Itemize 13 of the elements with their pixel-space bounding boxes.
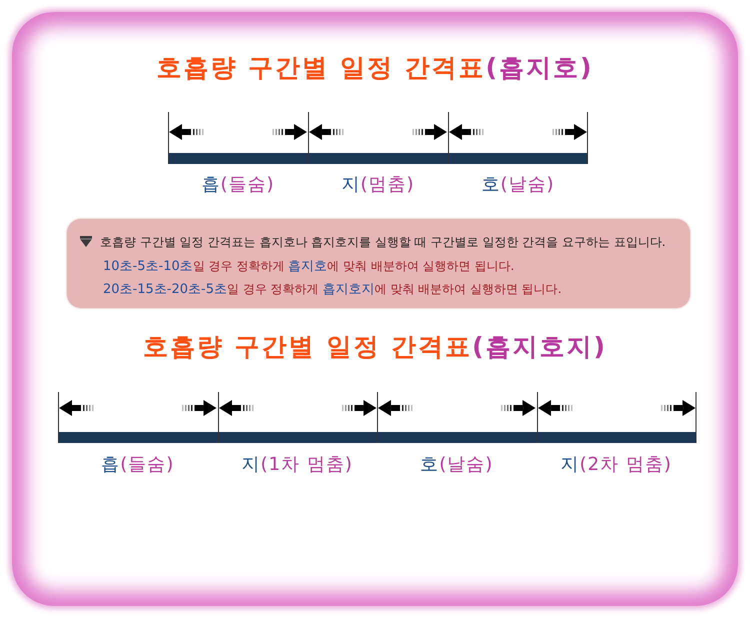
segment-label: 호(날숨) (481, 174, 555, 196)
segment-label: 흡(들숨) (101, 454, 174, 476)
segment-label: 지(1차 멈춤) (242, 454, 353, 476)
segment-label: 지(멈춤) (341, 174, 415, 196)
segment-label: 흡(들숨) (201, 174, 275, 196)
segment-label: 지(2차 멈춤) (560, 454, 672, 476)
section-heading: 호흡량 구간별 일정 간격표(흡지호지) (143, 332, 607, 362)
note-text: 10초-5초-10초일 경우 정확하게 흡지호에 맞춰 배분하여 실행하면 됩니다. (103, 258, 514, 275)
segment-label: 호(날숨) (420, 454, 494, 476)
note-text: 20초-15초-20초-5초일 경우 정확하게 흡지호지에 맞춰 배분하여 실행하면 됩니다. (103, 281, 562, 298)
diagram-title: 호흡량 구간별 일정 간격표(흡지호) (156, 53, 594, 83)
note-box (67, 219, 690, 308)
note-text: 호흡량 구간별 일정 간격표는 흡지호나 흡지호지를 실행할 때 구간별로 일정한 간격을 요구하는 표입니다. (100, 234, 666, 250)
